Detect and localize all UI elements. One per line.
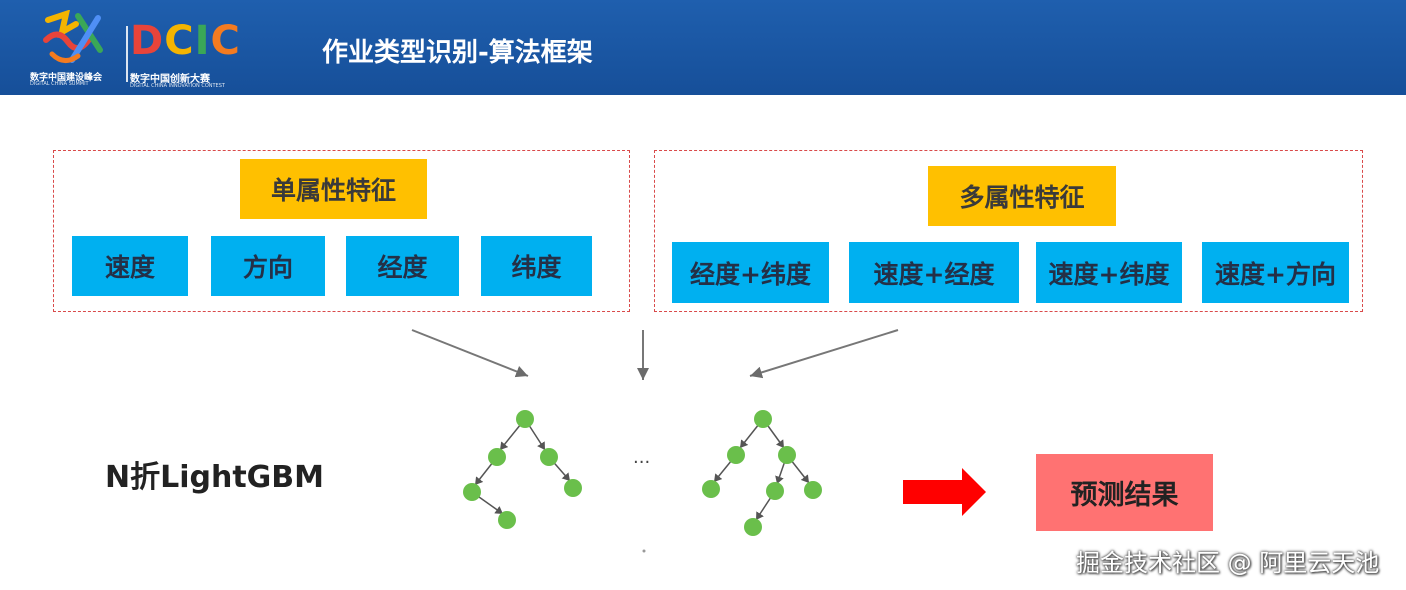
dcic-letter-c2: C [210, 18, 241, 64]
dcic-letter-c1: C [164, 18, 195, 64]
multi-attr-title: 多属性特征 [928, 166, 1116, 226]
tree-1-icon [463, 410, 582, 529]
watermark: 掘金技术社区 @ 阿里云天池 [1076, 549, 1380, 577]
contest-text-en: DIGITAL CHINA INNOVATION CONTEST [130, 83, 225, 89]
single-attr-latitude: 纬度 [481, 236, 592, 296]
dcic-letter-d: D [130, 18, 165, 64]
flow-arrow-right [749, 329, 899, 379]
prediction-result-box: 预测结果 [1036, 454, 1213, 531]
header-bar: DCIC 数字中国建设峰会 DIGITAL CHINA SUMMIT 数字中国创… [0, 0, 1406, 95]
multi-attr-speed-lon: 速度+经度 [849, 242, 1019, 303]
multi-attr-lon-lat: 经度+纬度 [672, 242, 829, 303]
logo-divider [126, 26, 128, 82]
summit-text: 数字中国建设峰会 [30, 73, 103, 83]
single-attr-title: 单属性特征 [240, 159, 427, 219]
contest-text: 数字中国创新大赛 [130, 74, 210, 85]
multi-attr-group [654, 150, 1363, 312]
logo: DCIC 数字中国建设峰会 DIGITAL CHINA SUMMIT 数字中国创… [30, 8, 250, 89]
flow-arrow-left [411, 329, 529, 378]
single-attr-speed: 速度 [72, 236, 188, 296]
output-arrow-icon [903, 468, 986, 516]
multi-attr-speed-dir: 速度+方向 [1202, 242, 1349, 303]
multi-attr-speed-lat: 速度+纬度 [1036, 242, 1182, 303]
single-attr-group [53, 150, 630, 312]
single-attr-longitude: 经度 [346, 236, 459, 296]
page-title: 作业类型识别-算法框架 [322, 38, 593, 68]
tree-ellipsis: ··· [633, 452, 651, 473]
dcic-letter-i: I [194, 18, 211, 64]
single-attr-direction: 方向 [211, 236, 325, 296]
model-label: N折LightGBM [105, 460, 325, 495]
dcic-logo: DCIC [130, 18, 241, 64]
summit-text-en: DIGITAL CHINA SUMMIT [30, 81, 89, 87]
tree-2-icon [702, 410, 822, 536]
shu-logo-icon [43, 10, 103, 63]
